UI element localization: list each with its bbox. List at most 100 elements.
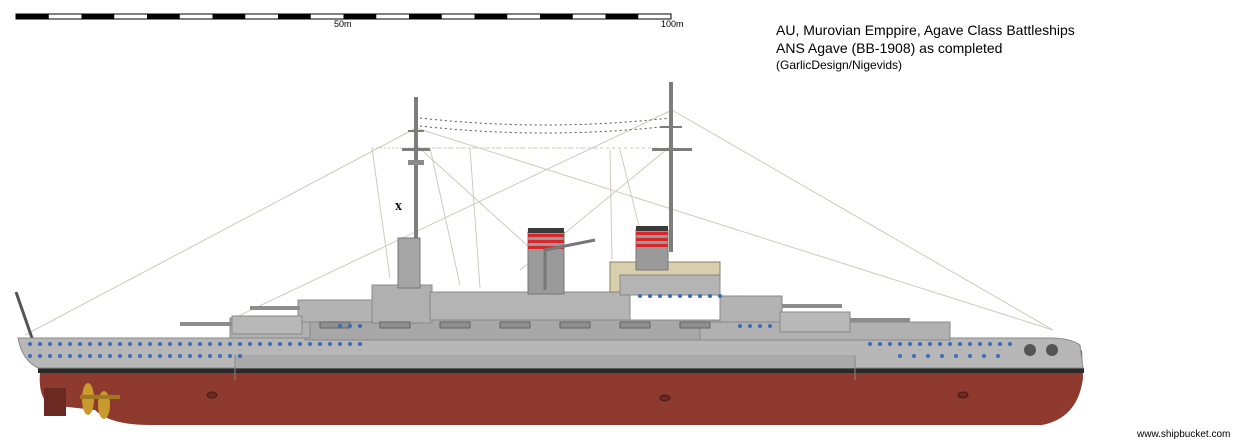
- porthole: [328, 342, 332, 346]
- porthole: [178, 342, 182, 346]
- porthole: [898, 354, 902, 358]
- signal-flag: X: [395, 203, 402, 213]
- scale-label-100m: 100m: [661, 19, 684, 29]
- belt-armor: [235, 355, 855, 368]
- porthole: [258, 342, 262, 346]
- porthole: [948, 342, 952, 346]
- boat-deck: [429, 291, 631, 321]
- anchors: [1024, 344, 1058, 356]
- porthole: [98, 354, 102, 358]
- porthole: [98, 342, 102, 346]
- porthole: [926, 354, 930, 358]
- porthole: [928, 342, 932, 346]
- porthole: [108, 342, 112, 346]
- porthole: [648, 294, 652, 298]
- porthole: [228, 354, 232, 358]
- porthole: [138, 354, 142, 358]
- hull-underwater: [39, 350, 1084, 425]
- porthole: [38, 342, 42, 346]
- scale-segment: [409, 14, 442, 19]
- porthole: [348, 342, 352, 346]
- porthole: [998, 342, 1002, 346]
- porthole: [128, 354, 132, 358]
- porthole: [288, 342, 292, 346]
- porthole: [298, 342, 302, 346]
- porthole: [178, 354, 182, 358]
- turret-fwd-b: [779, 311, 910, 333]
- propellers: [80, 383, 120, 419]
- porthole: [238, 342, 242, 346]
- porthole: [678, 294, 682, 298]
- porthole: [718, 294, 722, 298]
- porthole: [148, 342, 152, 346]
- porthole: [198, 354, 202, 358]
- porthole: [1008, 342, 1012, 346]
- porthole: [238, 354, 242, 358]
- porthole: [954, 354, 958, 358]
- boat-crane: [543, 238, 596, 290]
- porthole: [188, 354, 192, 358]
- casemate-gun: [319, 321, 351, 329]
- porthole: [708, 294, 712, 298]
- porthole: [88, 342, 92, 346]
- porthole: [168, 342, 172, 346]
- antenna-wires: [419, 117, 671, 134]
- forward-mast: [402, 97, 430, 297]
- porthole: [888, 342, 892, 346]
- porthole: [738, 324, 742, 328]
- porthole: [268, 342, 272, 346]
- porthole: [940, 354, 944, 358]
- forward-tower: [397, 237, 421, 289]
- title-line-1: AU, Murovian Emppire, Agave Class Battle…: [776, 22, 1075, 38]
- porthole: [358, 342, 362, 346]
- portholes: [28, 294, 1012, 358]
- bridge-structure: [371, 284, 433, 324]
- porthole: [248, 342, 252, 346]
- turret-aft-b: [180, 315, 303, 335]
- scale-segment: [540, 14, 573, 19]
- porthole: [668, 294, 672, 298]
- porthole: [48, 342, 52, 346]
- casemate-gun: [619, 321, 651, 329]
- porthole: [688, 294, 692, 298]
- porthole: [128, 342, 132, 346]
- porthole: [938, 342, 942, 346]
- porthole: [118, 342, 122, 346]
- scale-label-50m: 50m: [334, 19, 352, 29]
- porthole: [188, 342, 192, 346]
- porthole: [308, 342, 312, 346]
- scale-segment: [16, 14, 49, 19]
- porthole: [118, 354, 122, 358]
- site-credit: www.shipbucket.com: [1137, 429, 1231, 440]
- scale-segment: [147, 14, 180, 19]
- rudder: [44, 388, 66, 416]
- scale-segment: [343, 14, 377, 19]
- porthole: [358, 324, 362, 328]
- porthole: [958, 342, 962, 346]
- porthole: [868, 342, 872, 346]
- porthole: [68, 342, 72, 346]
- funnel-aft: [635, 226, 669, 271]
- porthole: [48, 354, 52, 358]
- porthole: [218, 354, 222, 358]
- porthole: [28, 354, 32, 358]
- porthole: [218, 342, 222, 346]
- porthole: [996, 354, 1000, 358]
- porthole: [748, 324, 752, 328]
- aft-mast: [652, 82, 692, 252]
- porthole: [638, 294, 642, 298]
- boot-topping: [38, 368, 1084, 373]
- porthole: [28, 342, 32, 346]
- porthole: [768, 324, 772, 328]
- porthole: [878, 342, 882, 346]
- porthole: [758, 324, 762, 328]
- porthole: [108, 354, 112, 358]
- porthole: [278, 342, 282, 346]
- porthole: [68, 354, 72, 358]
- turret-fwd-a: [719, 295, 842, 323]
- porthole: [918, 342, 922, 346]
- casemate-gun: [499, 321, 531, 329]
- porthole: [88, 354, 92, 358]
- scale-segment: [278, 14, 311, 19]
- scale-segment: [474, 14, 508, 19]
